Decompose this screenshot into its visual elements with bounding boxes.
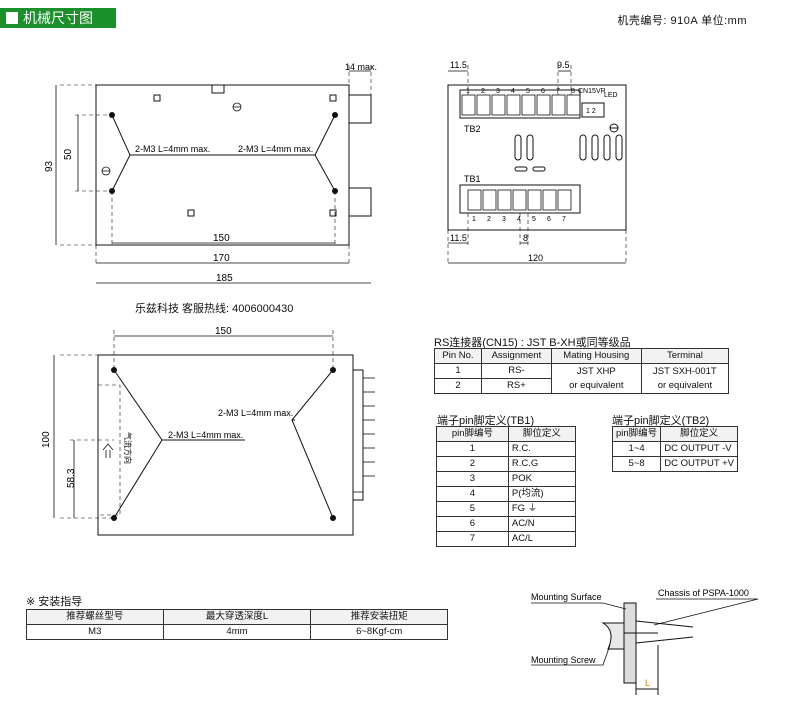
chassis-label: Chassis of PSPA-1000 <box>658 588 749 598</box>
dim-170: 170 <box>213 253 230 264</box>
dim-14-max: 14 max. <box>345 62 377 72</box>
tb1-pin-label: 7 <box>562 216 566 223</box>
install-table: 推荐螺丝型号 最大穿透深度L 推荐安装扭矩 M3 4mm 6~8Kgf-cm <box>26 609 448 640</box>
tb2-terminals <box>461 94 581 116</box>
tb2-pin-label: 1 <box>466 88 470 95</box>
front-outline <box>447 84 627 231</box>
dim-120: 120 <box>528 253 543 263</box>
front-view-drawing: 11.5 9.5 11.5 8 120 TB2 TB1 CN15 VR LED … <box>447 60 627 265</box>
tb1-caption: 端子pin脚定义(TB1) <box>437 415 535 427</box>
tb2-pin-label: 7 <box>556 88 560 95</box>
screw-note-right-bottom: 2-M3 L=4mm max. <box>218 408 293 418</box>
screw-note-left-bottom: 2-M3 L=4mm max. <box>168 430 243 440</box>
table-row: M3 4mm 6~8Kgf-cm <box>26 624 448 640</box>
screw-note-right: 2-M3 L=4mm max. <box>238 144 313 154</box>
tb2-pin-label: 5 <box>526 88 530 95</box>
mounting-surface-label: Mounting Surface <box>531 592 602 602</box>
top-view-drawing: 2-M3 L=4mm max. 2-M3 L=4mm max. 14 max. … <box>44 62 377 284</box>
cn15-label: CN15 <box>578 88 596 95</box>
tb2-pin-label: 6 <box>541 88 545 95</box>
tb2-pin-label: 2 <box>481 88 485 95</box>
dim-150-bottom: 150 <box>215 326 232 337</box>
dim-93: 93 <box>44 160 55 172</box>
dim-185: 185 <box>216 273 233 284</box>
vr-label: VR <box>596 88 606 95</box>
side-terminals <box>352 377 375 501</box>
bottom-view-drawing: 150 100 58.3 气流方向 2-M3 L=4mm max. 2-M3 L… <box>41 326 375 536</box>
tb2-pin-label: 8 <box>571 88 575 95</box>
dim-11-5-top: 11.5 <box>450 60 467 70</box>
checkbox-square-icon <box>6 12 18 24</box>
tb1-pin-label: 5 <box>532 216 536 223</box>
cn15-pins: 1 2 <box>586 108 596 115</box>
airflow-label: 气流方向 <box>123 432 133 464</box>
dim-9-5: 9.5 <box>557 60 570 70</box>
bottom-outline <box>97 354 354 536</box>
section-title-text: 机械尺寸图 <box>23 10 93 26</box>
case-outline <box>95 84 350 246</box>
tb2-pin-label: 4 <box>511 88 515 95</box>
tb1-pin-label: 3 <box>502 216 506 223</box>
dim-150-top: 150 <box>213 233 230 244</box>
tb1-terminals <box>467 189 572 211</box>
cn15-table: Pin No. Assignment Mating Housing Termin… <box>433 348 730 394</box>
tb1-pin-label: 6 <box>547 216 551 223</box>
tb2-label: TB2 <box>464 124 481 134</box>
mounting-screw-label: Mounting Screw <box>531 655 596 665</box>
dim-50: 50 <box>63 148 74 160</box>
mating-housing: JST XHP or equivalent <box>550 363 642 394</box>
cn15-caption: RS连接器(CN15) : JST B-XH或同等级品 <box>434 337 631 349</box>
screw-note-left: 2-M3 L=4mm max. <box>135 144 210 154</box>
tb2-caption: 端子pin脚定义(TB2) <box>612 415 710 427</box>
tb1-label: TB1 <box>464 174 481 184</box>
install-caption: ※ 安装指导 <box>26 596 83 608</box>
section-title: 机械尺寸图 <box>0 8 116 28</box>
tb2-pin-label: 3 <box>496 88 500 95</box>
led-label: LED <box>604 92 618 99</box>
dim-8: 8 <box>523 233 528 243</box>
case-info: 机壳编号: 910A 单位:mm <box>617 15 747 27</box>
l-label: L <box>645 678 650 688</box>
mounting-diagram: Mounting Surface Chassis of PSPA-1000 Mo… <box>531 588 759 695</box>
dim-58-3: 58.3 <box>66 468 77 488</box>
dim-100: 100 <box>41 431 52 448</box>
customer-hotline: 乐兹科技 客服热线: 4006000430 <box>135 303 294 315</box>
dim-11-5-bottom: 11.5 <box>450 233 467 243</box>
airflow-arrow-icon <box>102 443 114 458</box>
tb1-pin-label: 4 <box>517 216 521 223</box>
terminal: JST SXH-001T or equivalent <box>640 363 730 394</box>
tb1-pin-label: 1 <box>472 216 476 223</box>
tb1-pin-label: 2 <box>487 216 491 223</box>
